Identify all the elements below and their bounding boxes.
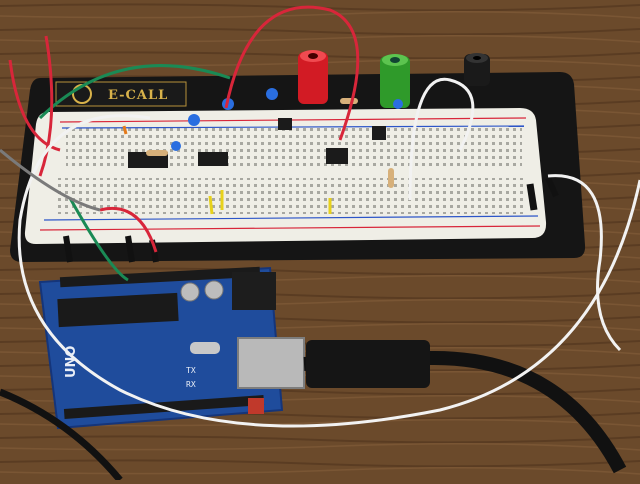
power-rail-red-top <box>59 117 527 123</box>
black-binding-post <box>464 53 490 86</box>
atmega-chip <box>57 292 179 328</box>
white-wire-right <box>547 174 622 352</box>
red-wire-top-arc <box>224 5 360 141</box>
capacitor-board-1 <box>180 282 200 302</box>
red-wire-left-2 <box>8 59 61 152</box>
transistor-1 <box>278 118 292 130</box>
resistor-3 <box>388 168 394 188</box>
resistor-1 <box>146 150 168 156</box>
red-wire-left <box>38 35 54 177</box>
arduino-header-top <box>59 266 261 288</box>
capacitor-board-2 <box>204 280 224 300</box>
capacitor-blue-2 <box>266 88 278 100</box>
jumper-black-2 <box>125 235 135 263</box>
dc-jack <box>232 272 276 310</box>
jumper-yellow-1 <box>208 195 214 215</box>
red-binding-post <box>298 50 328 104</box>
transistor-2 <box>372 126 386 140</box>
usb-cable <box>303 350 627 474</box>
usb-plug <box>306 340 430 388</box>
white-wire-large-loop <box>17 114 640 428</box>
breadboard-brand-text: E-CALL <box>108 88 169 103</box>
power-rail-blue-top <box>61 125 525 129</box>
tx-label: TX <box>186 366 196 375</box>
green-wire <box>38 64 231 120</box>
jumper-black-4 <box>526 183 538 211</box>
black-cable-left <box>0 388 123 483</box>
arduino-model-text: UNO <box>64 345 79 379</box>
reset-button <box>248 398 264 414</box>
jumper-black-5 <box>545 176 559 198</box>
green-wire-lower <box>68 197 129 282</box>
power-rail-blue-bottom <box>43 215 539 221</box>
capacitor-blue-4 <box>171 141 181 151</box>
resistor-2 <box>340 98 358 104</box>
capacitor-blue-3 <box>188 114 200 126</box>
usb-b-port <box>237 337 305 389</box>
gray-wire-left <box>0 148 101 212</box>
jumper-orange-1 <box>122 125 128 135</box>
capacitor-blue-5 <box>393 99 403 109</box>
power-rail-red-bottom <box>39 225 541 231</box>
crystal <box>190 342 220 354</box>
breadboard-holes-bottom <box>56 178 526 214</box>
jumper-black-1 <box>63 235 73 263</box>
ic-chip-middle <box>198 152 228 166</box>
red-wire-bottom <box>99 206 158 253</box>
rx-label: RX <box>186 380 196 389</box>
ic-chip-right <box>326 148 348 164</box>
green-binding-post <box>380 54 410 108</box>
white-wire-arch <box>408 77 475 201</box>
